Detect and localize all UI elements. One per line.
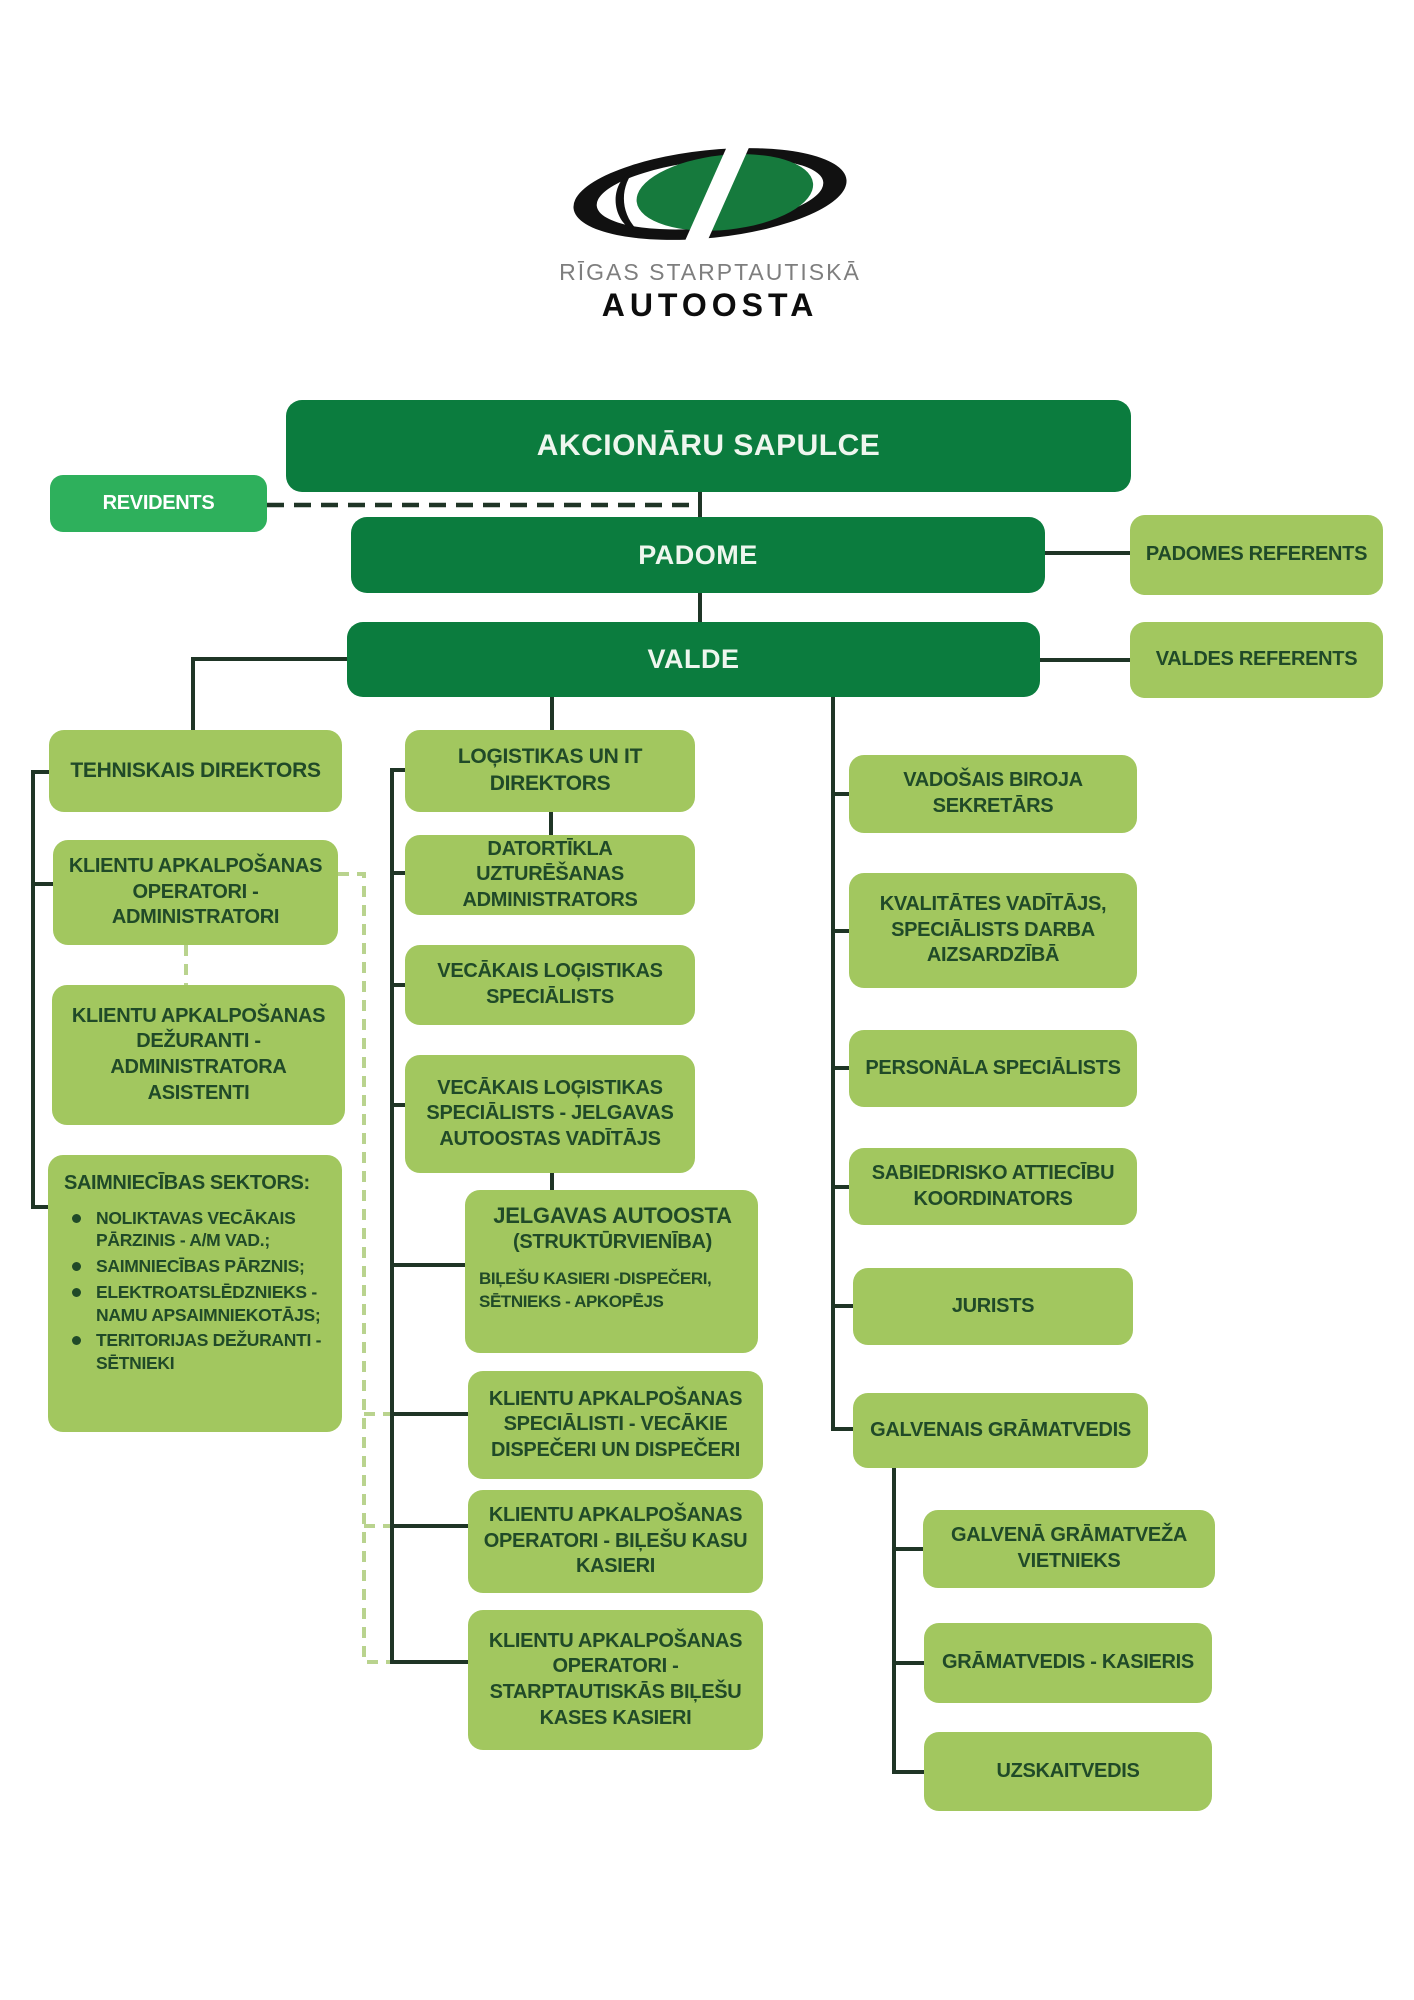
node-vecakais-logistikas-specialists: VECĀKAIS LOĢISTIKAS SPECIĀLISTS <box>405 945 695 1025</box>
node-operatori-bilesu-kasu-kasieri: KLIENTU APKALPOŠANAS OPERATORI - BIĻEŠU … <box>468 1490 763 1593</box>
node-kvalitates-vaditajs: KVALITĀTES VADĪTĀJS, SPECIĀLISTS DARBA A… <box>849 873 1137 988</box>
logo-text-line1: RĪGAS STARPTAUTISKĀ <box>559 259 861 285</box>
node-label: AKCIONĀRU SAPULCE <box>536 428 881 462</box>
logo-mark-icon <box>573 137 847 249</box>
sector-title: SAIMNIECĪBAS SEKTORS: <box>64 1172 310 1194</box>
jelgavas-title: JELGAVAS AUTOOSTA <box>493 1203 732 1228</box>
node-label: PADOME <box>638 539 758 570</box>
node-label: KLIENTU APKALPOŠANAS OPERATORI - STARPTA… <box>488 1629 743 1729</box>
node-datortikla-administrators: DATORTĪKLA UZTURĒŠANAS ADMINISTRATORS <box>405 835 695 915</box>
node-personala-specialists: PERSONĀLA SPECIĀLISTS <box>849 1030 1137 1107</box>
jelgavas-subtitle: (STRUKTŪRVIENĪBA) <box>513 1231 712 1254</box>
node-akcionaru-sapulce: AKCIONĀRU SAPULCE <box>286 400 1131 492</box>
node-label: JURISTS <box>951 1294 1035 1317</box>
node-galvenais-gramatvedis: GALVENAIS GRĀMATVEDIS <box>853 1393 1148 1468</box>
node-saimniecibas-sektors: SAIMNIECĪBAS SEKTORS: NOLIKTAVAS VECĀKAI… <box>48 1155 342 1432</box>
node-label: DATORTĪKLA UZTURĒŠANAS ADMINISTRATORS <box>462 837 638 911</box>
node-label: KLIENTU APKALPOŠANAS DEŽURANTI - ADMINIS… <box>71 1004 326 1104</box>
node-label: REVIDENTS <box>102 491 215 514</box>
node-klientu-operatori-administratori: KLIENTU APKALPOŠANAS OPERATORI - ADMINIS… <box>53 840 338 945</box>
node-label: GALVENAIS GRĀMATVEDIS <box>870 1418 1131 1441</box>
node-gramatveza-vietnieks: GALVENĀ GRĀMATVEŽA VIETNIEKS <box>923 1510 1215 1588</box>
node-label: VECĀKAIS LOĢISTIKAS SPECIĀLISTS - JELGAV… <box>426 1076 674 1150</box>
node-label: GRĀMATVEDIS - KASIERIS <box>942 1651 1194 1674</box>
node-klientu-dezuranti-asistenti: KLIENTU APKALPOŠANAS DEŽURANTI - ADMINIS… <box>52 985 345 1125</box>
list-item: TERITORIJAS DEŽURANTI - SĒTNIEKI <box>72 1329 328 1375</box>
node-operatori-starptautiskas-kases-kasieri: KLIENTU APKALPOŠANAS OPERATORI - STARPTA… <box>468 1610 763 1750</box>
node-padomes-referents: PADOMES REFERENTS <box>1130 515 1383 595</box>
list-item: SAIMNIECĪBAS PĀRZNIS; <box>72 1255 328 1278</box>
node-label: VADOŠAIS BIROJA SEKRETĀRS <box>903 769 1083 817</box>
node-jurists: JURISTS <box>853 1268 1133 1345</box>
node-label: TEHNISKAIS DIREKTORS <box>70 758 321 782</box>
sector-list: NOLIKTAVAS VECĀKAIS PĀRZINIS - A/M VAD.;… <box>64 1207 328 1378</box>
node-valde: VALDE <box>347 622 1040 697</box>
node-vecakais-specialists-jelgavas-vaditajs: VECĀKAIS LOĢISTIKAS SPECIĀLISTS - JELGAV… <box>405 1055 695 1173</box>
node-logistikas-it-direktors: LOĢISTIKAS UN IT DIREKTORS <box>405 730 695 812</box>
jelgavas-staff-line: SĒTNIEKS - APKOPĒJS <box>479 1291 664 1311</box>
node-gramatvedis-kasieris: GRĀMATVEDIS - KASIERIS <box>924 1623 1212 1703</box>
company-logo: RĪGAS STARPTAUTISKĀ AUTOOSTA <box>530 137 890 324</box>
node-tehniskais-direktors: TEHNISKAIS DIREKTORS <box>49 730 342 812</box>
list-item: NOLIKTAVAS VECĀKAIS PĀRZINIS - A/M VAD.; <box>72 1207 328 1253</box>
node-sabiedrisko-koordinators: SABIEDRISKO ATTIECĪBU KOORDINATORS <box>849 1148 1137 1225</box>
node-label: SABIEDRISKO ATTIECĪBU KOORDINATORS <box>871 1161 1115 1210</box>
node-label: PERSONĀLA SPECIĀLISTS <box>865 1056 1121 1079</box>
node-label: VALDES REFERENTS <box>1155 648 1358 671</box>
node-label: VALDE <box>647 644 740 675</box>
node-padome: PADOME <box>351 517 1045 593</box>
jelgavas-staff-line: BIĻEŠU KASIERI -DISPEČERI, <box>479 1268 712 1288</box>
node-valdes-referents: VALDES REFERENTS <box>1130 622 1383 698</box>
node-label: VECĀKAIS LOĢISTIKAS SPECIĀLISTS <box>437 960 663 1008</box>
node-label: KLIENTU APKALPOŠANAS SPECIĀLISTI - VECĀK… <box>488 1387 743 1461</box>
node-label: KVALITĀTES VADĪTĀJS, SPECIĀLISTS DARBA A… <box>879 893 1107 967</box>
node-label: PADOMES REFERENTS <box>1145 543 1368 566</box>
node-label: KLIENTU APKALPOŠANAS OPERATORI - ADMINIS… <box>68 855 323 929</box>
logo-text-line2: AUTOOSTA <box>601 287 819 323</box>
node-jelgavas-autoosta: JELGAVAS AUTOOSTA (STRUKTŪRVIENĪBA) BIĻE… <box>465 1190 758 1353</box>
node-label: LOĢISTIKAS UN IT DIREKTORS <box>457 745 643 795</box>
node-label: KLIENTU APKALPOŠANAS OPERATORI - BIĻEŠU … <box>483 1504 748 1578</box>
node-vadosais-biroja-sekretars: VADOŠAIS BIROJA SEKRETĀRS <box>849 755 1137 833</box>
node-label: GALVENĀ GRĀMATVEŽA VIETNIEKS <box>950 1524 1188 1572</box>
node-label: UZSKAITVEDIS <box>996 1759 1140 1782</box>
node-specialisti-dispeceri: KLIENTU APKALPOŠANAS SPECIĀLISTI - VECĀK… <box>468 1371 763 1479</box>
node-uzskaitvedis: UZSKAITVEDIS <box>924 1732 1212 1811</box>
node-revidents: REVIDENTS <box>50 475 267 532</box>
list-item: ELEKTROATSLĒDZNIEKS - NAMU APSAIMNIEKOTĀ… <box>72 1281 328 1327</box>
